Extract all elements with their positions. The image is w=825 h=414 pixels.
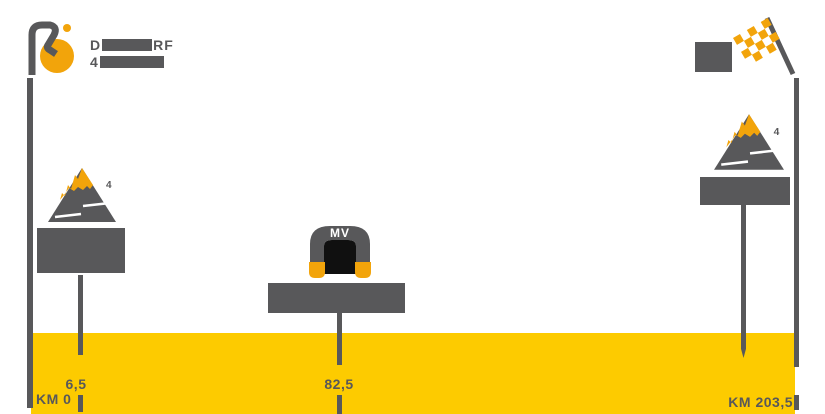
start-name-fragment: RF [153,37,174,53]
start-detail-fragment: 4 [90,54,99,70]
start-label: D RF 4 [90,37,174,71]
mountain-icon: 4 [713,111,785,171]
climb1-km-line-lower [78,395,83,412]
distance-band [31,333,795,414]
climb-label-box [37,228,125,273]
sprint-label-box [268,283,405,313]
checkered-flag-icon [731,16,799,78]
finish-line-lower [794,395,799,410]
climb-label-box [700,177,790,205]
climb1-km-line [78,275,83,355]
cyclist-icon [26,16,80,78]
sprint-km-line-lower [337,395,342,414]
redacted-text-box [102,39,153,51]
climb1-km-label: 6,5 [65,376,87,392]
climb-category: 4 [774,127,780,138]
start-name-line: D RF [90,37,174,54]
start-detail-line: 4 [90,54,174,71]
start-name-fragment: D [90,37,102,53]
finish-km-label: KM 203,5 [728,394,793,410]
climb2-km-line [741,205,746,358]
redacted-text-box [99,56,164,68]
climb-category: 4 [106,180,112,191]
finish-line [794,78,799,367]
sprint-km-label: 82,5 [324,376,354,392]
sprint-arch-icon: MV [308,222,372,278]
start-km-label: KM 0 [36,391,72,407]
mountain-icon: 4 [47,165,117,223]
sprint-km-line [337,313,342,365]
arch-text: MV [330,226,350,240]
finish-label-box [695,42,732,72]
start-line [27,78,33,408]
